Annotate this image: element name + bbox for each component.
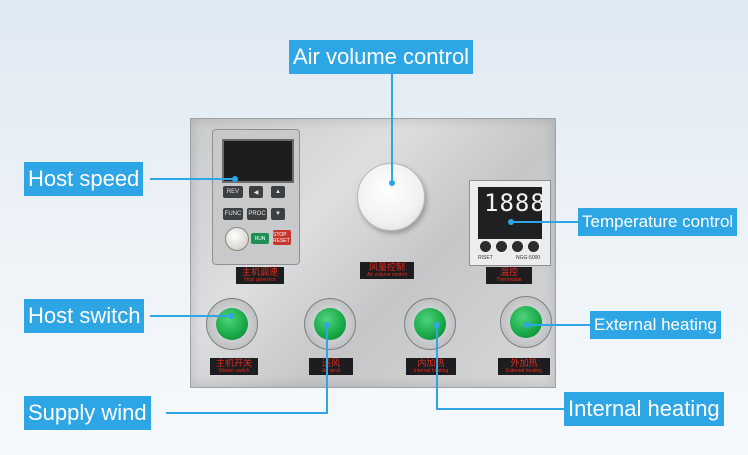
stop-reset-key[interactable]: STOP RESET (273, 230, 291, 245)
temp-button-4[interactable] (528, 241, 539, 252)
leader-dot-host-speed (232, 176, 238, 182)
temperature-controller: 1888 RISET NGG-5000 (469, 180, 551, 266)
temp-model-label: NGG-5000 (516, 255, 541, 261)
leader-supply-wind-h (166, 412, 328, 414)
callout-internal-heating: Internal heating (564, 392, 724, 426)
leader-host-speed (150, 178, 234, 180)
callout-external-heating: External heating (590, 311, 721, 339)
callout-host-switch: Host switch (24, 299, 145, 333)
callout-supply-wind: Supply wind (24, 396, 151, 430)
leader-dot-host-switch (228, 313, 234, 319)
temp-button-2[interactable] (496, 241, 507, 252)
leader-dot-air-volume (389, 180, 395, 186)
leader-dot-internal-heating (434, 322, 440, 328)
leader-dot-external-heating (524, 322, 530, 328)
supply-wind-button[interactable] (304, 298, 356, 350)
run-key[interactable]: RUN (251, 233, 269, 244)
leader-air-volume (391, 74, 393, 184)
down-arrow-key[interactable]: ▼ (271, 208, 285, 220)
func-key[interactable]: FUNC (223, 208, 243, 220)
leader-external-heating (528, 324, 590, 326)
leader-internal-heating-v (436, 326, 438, 410)
temperature-digits: 1888 (484, 189, 546, 217)
leader-host-switch (150, 315, 230, 317)
left-arrow-key[interactable]: ◀ (249, 186, 263, 198)
leader-temperature (512, 221, 578, 223)
leader-dot-supply-wind (324, 322, 330, 328)
callout-temperature: Temperature control (578, 208, 738, 236)
temp-button-3[interactable] (512, 241, 523, 252)
callout-air-volume: Air volume control (289, 40, 474, 74)
proc-key[interactable]: PROC (247, 208, 267, 220)
temp-button-1[interactable] (480, 241, 491, 252)
temp-reset-label: RISET (478, 255, 493, 261)
temperature-display: 1888 (478, 187, 545, 239)
leader-dot-temperature (508, 219, 514, 225)
host-switch-button[interactable] (206, 298, 258, 350)
internal-heating-button[interactable] (404, 298, 456, 350)
up-arrow-key[interactable]: ▲ (271, 186, 285, 198)
rev-key[interactable]: REV (223, 186, 243, 198)
leader-internal-heating-h (436, 408, 564, 410)
inverter-display (222, 139, 294, 183)
leader-supply-wind-v (326, 326, 328, 414)
callout-host-speed: Host speed (24, 162, 144, 196)
frequency-inverter: REV ◀ ▲ FUNC PROC ▼ RUN STOP RESET (212, 129, 300, 265)
speed-knob[interactable] (225, 227, 249, 251)
